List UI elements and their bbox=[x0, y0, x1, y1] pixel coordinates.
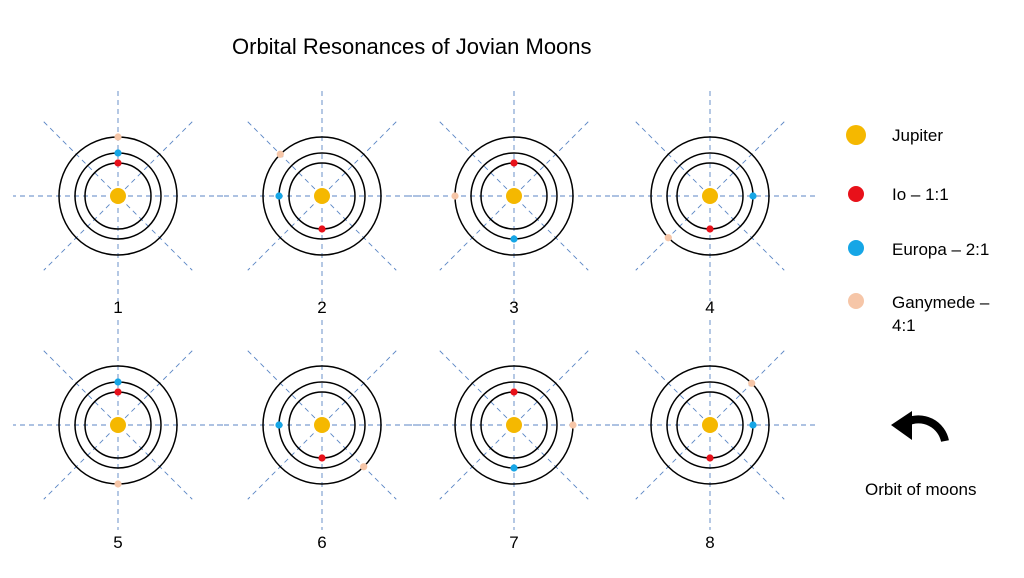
jupiter-marker bbox=[506, 188, 522, 204]
europa-marker bbox=[275, 421, 283, 429]
io-marker bbox=[510, 388, 518, 396]
panel-label-5: 5 bbox=[113, 533, 122, 552]
ganymede-marker bbox=[569, 421, 577, 429]
guide-line bbox=[635, 350, 785, 500]
jupiter-marker bbox=[110, 188, 126, 204]
guide-line bbox=[439, 350, 589, 500]
orbit-panel-5: 5 bbox=[13, 320, 223, 552]
io-marker bbox=[706, 454, 714, 462]
guide-line bbox=[439, 121, 589, 271]
jupiter-marker bbox=[506, 417, 522, 433]
guide-line bbox=[635, 350, 785, 500]
guide-line bbox=[43, 121, 193, 271]
jupiter-marker bbox=[314, 417, 330, 433]
panel-label-2: 2 bbox=[317, 298, 326, 317]
orbit-panel-8: 8 bbox=[605, 320, 815, 552]
orbit-panel-4: 4 bbox=[605, 91, 815, 317]
ganymede-marker bbox=[114, 133, 122, 141]
europa-marker bbox=[749, 192, 757, 200]
legend-jupiter-marker bbox=[846, 125, 866, 145]
io-marker bbox=[318, 454, 326, 462]
legend-ganymede-label: Ganymede – 4:1 bbox=[892, 293, 990, 335]
ganymede-marker bbox=[360, 463, 368, 471]
ganymede-orbit bbox=[650, 365, 770, 485]
europa-marker bbox=[510, 464, 518, 472]
guide-line bbox=[43, 350, 193, 500]
orbit-caption: Orbit of moons bbox=[865, 480, 977, 499]
jupiter-marker bbox=[314, 188, 330, 204]
orbit-panel-6: 6 bbox=[217, 320, 427, 552]
europa-marker bbox=[114, 149, 122, 157]
io-marker bbox=[318, 225, 326, 233]
legend-europa-marker bbox=[848, 240, 864, 256]
orbit-panel-3: 3 bbox=[409, 91, 619, 317]
europa-marker bbox=[114, 378, 122, 386]
orbit-panel-7: 7 bbox=[409, 320, 619, 552]
legend-io-label: Io – 1:1 bbox=[892, 185, 949, 204]
europa-marker bbox=[275, 192, 283, 200]
ganymede-marker bbox=[276, 150, 284, 158]
panel-label-3: 3 bbox=[509, 298, 518, 317]
guide-line bbox=[439, 350, 589, 500]
jupiter-marker bbox=[702, 417, 718, 433]
panels-layer: 1 2 3 4 5 6 7 8 bbox=[13, 91, 815, 552]
europa-marker bbox=[510, 235, 518, 243]
ganymede-marker bbox=[114, 480, 122, 488]
ganymede-orbit bbox=[262, 365, 382, 485]
legend-ganymede-marker bbox=[848, 293, 864, 309]
panel-label-6: 6 bbox=[317, 533, 326, 552]
panel-label-8: 8 bbox=[705, 533, 714, 552]
io-marker bbox=[510, 159, 518, 167]
legend-io-marker bbox=[848, 186, 864, 202]
europa-marker bbox=[749, 421, 757, 429]
guide-line bbox=[43, 350, 193, 500]
panel-label-7: 7 bbox=[509, 533, 518, 552]
guide-line bbox=[247, 121, 397, 271]
ganymede-marker bbox=[451, 192, 459, 200]
diagram-title: Orbital Resonances of Jovian Moons bbox=[232, 34, 592, 59]
panel-label-1: 1 bbox=[113, 298, 122, 317]
orbit-panel-1: 1 bbox=[13, 91, 223, 317]
guide-line bbox=[635, 121, 785, 271]
counterclockwise-arrow-icon bbox=[891, 411, 949, 443]
guide-line bbox=[247, 121, 397, 271]
ganymede-marker bbox=[748, 379, 756, 387]
guide-line bbox=[635, 121, 785, 271]
guide-line bbox=[439, 121, 589, 271]
jupiter-marker bbox=[702, 188, 718, 204]
ganymede-orbit bbox=[262, 136, 382, 256]
io-marker bbox=[114, 159, 122, 167]
io-marker bbox=[706, 225, 714, 233]
ganymede-orbit bbox=[650, 136, 770, 256]
guide-line bbox=[43, 121, 193, 271]
ganymede-marker bbox=[664, 234, 672, 242]
legend-europa-label: Europa – 2:1 bbox=[892, 240, 990, 259]
io-marker bbox=[114, 388, 122, 396]
orbit-panel-2: 2 bbox=[217, 91, 427, 317]
guide-line bbox=[247, 350, 397, 500]
guide-line bbox=[247, 350, 397, 500]
panel-label-4: 4 bbox=[705, 298, 714, 317]
jupiter-marker bbox=[110, 417, 126, 433]
legend-jupiter-label: Jupiter bbox=[892, 126, 944, 145]
